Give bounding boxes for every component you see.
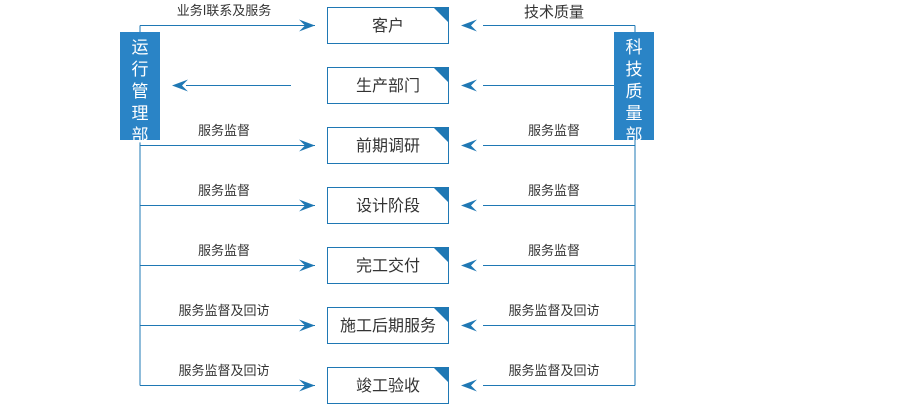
right-arrow-in — [461, 79, 477, 92]
left-connector-label: 服务监督及回访 — [178, 364, 270, 379]
right-connector-label: 服务监督 — [527, 124, 580, 139]
right-arrow-in — [461, 199, 477, 212]
left-connector-label: 服务监督 — [197, 184, 250, 199]
right-department-char: 部 — [625, 126, 643, 146]
stage-box: 竣工验收 — [327, 367, 449, 404]
stage-label: 前期调研 — [355, 136, 420, 155]
left-department-char: 理 — [131, 104, 149, 124]
left-department-char: 部 — [131, 126, 149, 146]
right-department-char: 质 — [625, 82, 643, 102]
right-arrow-in — [461, 19, 477, 32]
right-connector-label: 服务监督 — [527, 184, 580, 199]
corner-decoration — [433, 67, 449, 83]
right-connector-label: 技术质量 — [523, 3, 584, 21]
left-department-char: 运 — [131, 38, 149, 58]
stage-label: 设计阶段 — [355, 196, 420, 215]
right-arrow-in — [461, 319, 477, 332]
left-department-char: 管 — [131, 82, 149, 102]
right-connector-label: 服务监督及回访 — [508, 364, 600, 379]
left-connector-label: 服务监督 — [197, 244, 250, 259]
right-arrow-in — [461, 379, 477, 392]
stage-box: 客户 — [327, 7, 449, 44]
left-arrow-out — [172, 79, 188, 92]
left-connector-label: 业务l联系及服务 — [176, 4, 272, 19]
stage-box: 生产部门 — [327, 67, 449, 104]
left-arrow-in — [299, 199, 315, 212]
stage-label: 施工后期服务 — [339, 316, 436, 335]
stage-box: 设计阶段 — [327, 187, 449, 224]
left-arrow-in — [299, 19, 315, 32]
left-connector-label: 服务监督及回访 — [178, 304, 270, 319]
stage-box: 前期调研 — [327, 127, 449, 164]
left-arrow-in — [299, 379, 315, 392]
left-department: 运行管理部 — [120, 32, 160, 146]
right-department: 科技质量部 — [614, 32, 654, 146]
stage-label: 完工交付 — [355, 256, 420, 275]
left-arrow-in — [299, 259, 315, 272]
right-department-char: 量 — [625, 104, 643, 124]
right-connector-label: 服务监督 — [527, 244, 580, 259]
right-arrow-in — [461, 259, 477, 272]
stage-label: 生产部门 — [355, 76, 420, 95]
right-department-char: 科 — [625, 38, 643, 58]
left-department-char: 行 — [131, 60, 149, 80]
stage-label: 客户 — [371, 16, 404, 35]
right-arrow-in — [461, 139, 477, 152]
corner-decoration — [433, 187, 449, 203]
left-arrow-in — [299, 319, 315, 332]
corner-decoration — [433, 307, 449, 323]
left-arrow-in — [299, 139, 315, 152]
stage-box: 完工交付 — [327, 247, 449, 284]
right-department-char: 技 — [625, 60, 643, 80]
corner-decoration — [433, 7, 449, 23]
left-connector-label: 服务监督 — [197, 124, 250, 139]
right-connector-label: 服务监督及回访 — [508, 304, 600, 319]
corner-decoration — [433, 127, 449, 143]
corner-decoration — [433, 247, 449, 263]
stage-box: 施工后期服务 — [327, 307, 449, 344]
corner-decoration — [433, 367, 449, 383]
stage-label: 竣工验收 — [355, 376, 420, 395]
